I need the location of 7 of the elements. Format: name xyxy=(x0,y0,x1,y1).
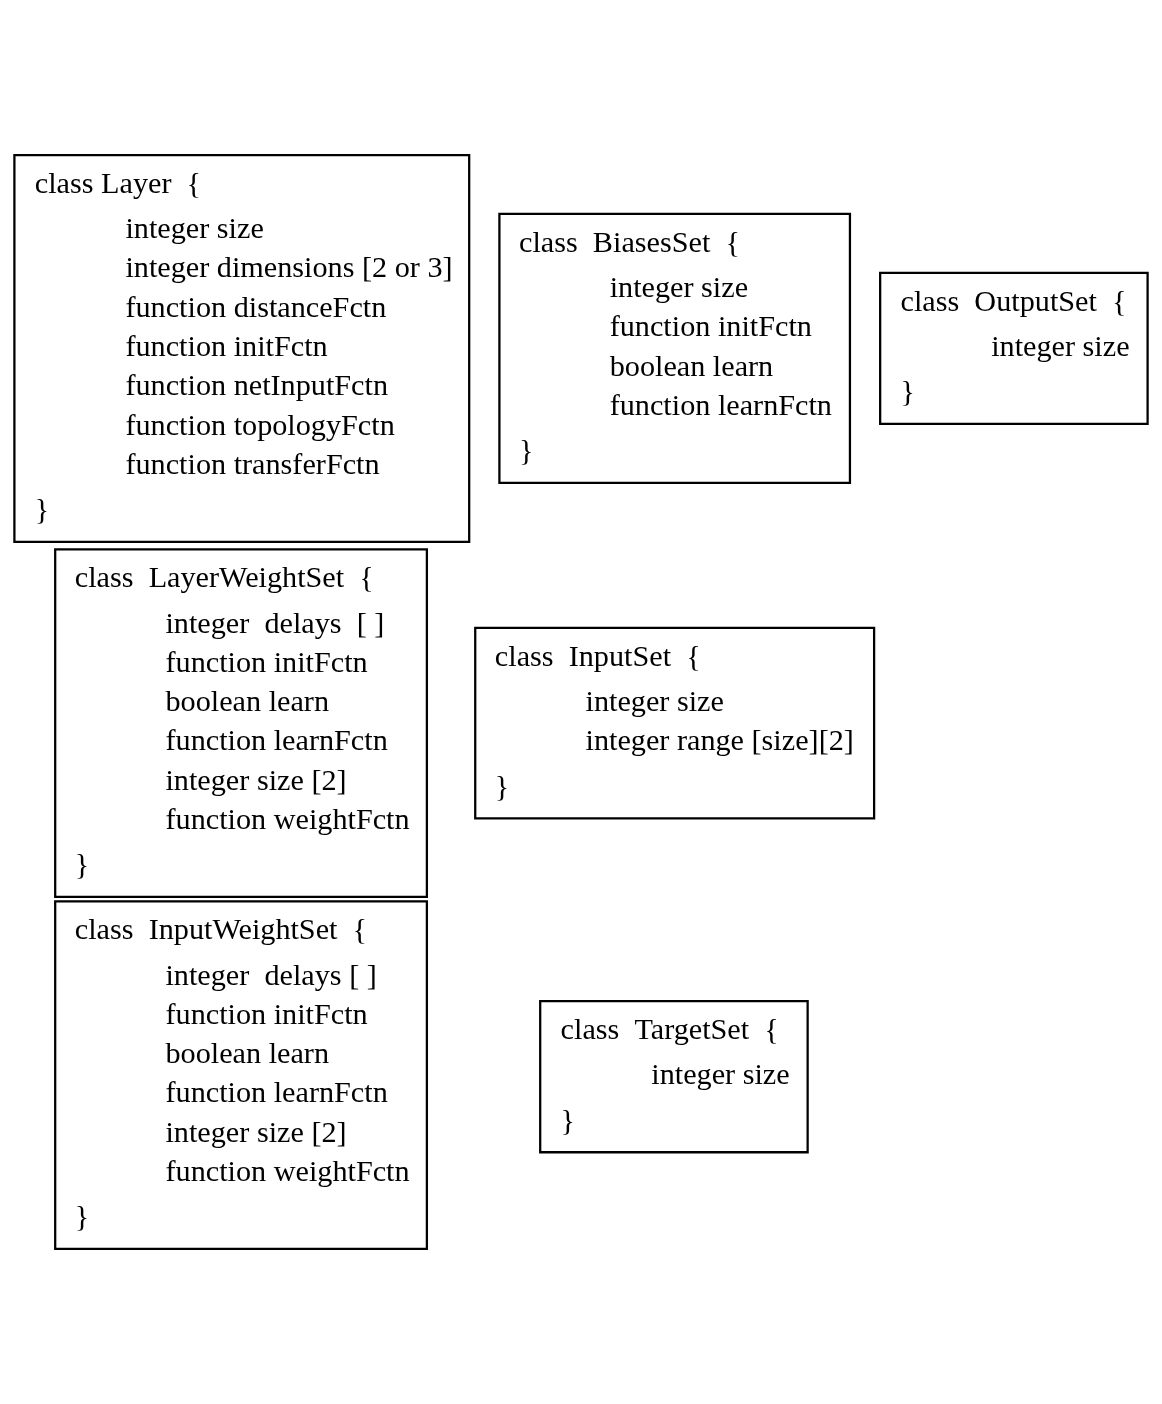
node-box: class InputWeightSet { integer delays [ ] function initFctn boolean learn function learnFctn integer size [2] function weightFctn } xyxy=(54,900,429,1251)
node-box: class OutputSet { integer size } xyxy=(879,271,1149,426)
node-box: class BiasesSet { integer size function initFctn boolean learn function learnFctn } xyxy=(498,212,852,485)
node-box: class InputSet { integer size integer range [size][2] } xyxy=(474,626,876,820)
node-box: class Layer { integer size integer dimensions [2 or 3] function distanceFctn function initFctn function netInputFctn function topologyFctn function transferFctn } xyxy=(13,153,471,543)
node-box: class LayerWeightSet { integer delays [ ] function initFctn boolean learn function learnFctn integer size [2] function weightFctn } xyxy=(54,548,429,899)
node-box: class TargetSet { integer size } xyxy=(539,1000,809,1154)
